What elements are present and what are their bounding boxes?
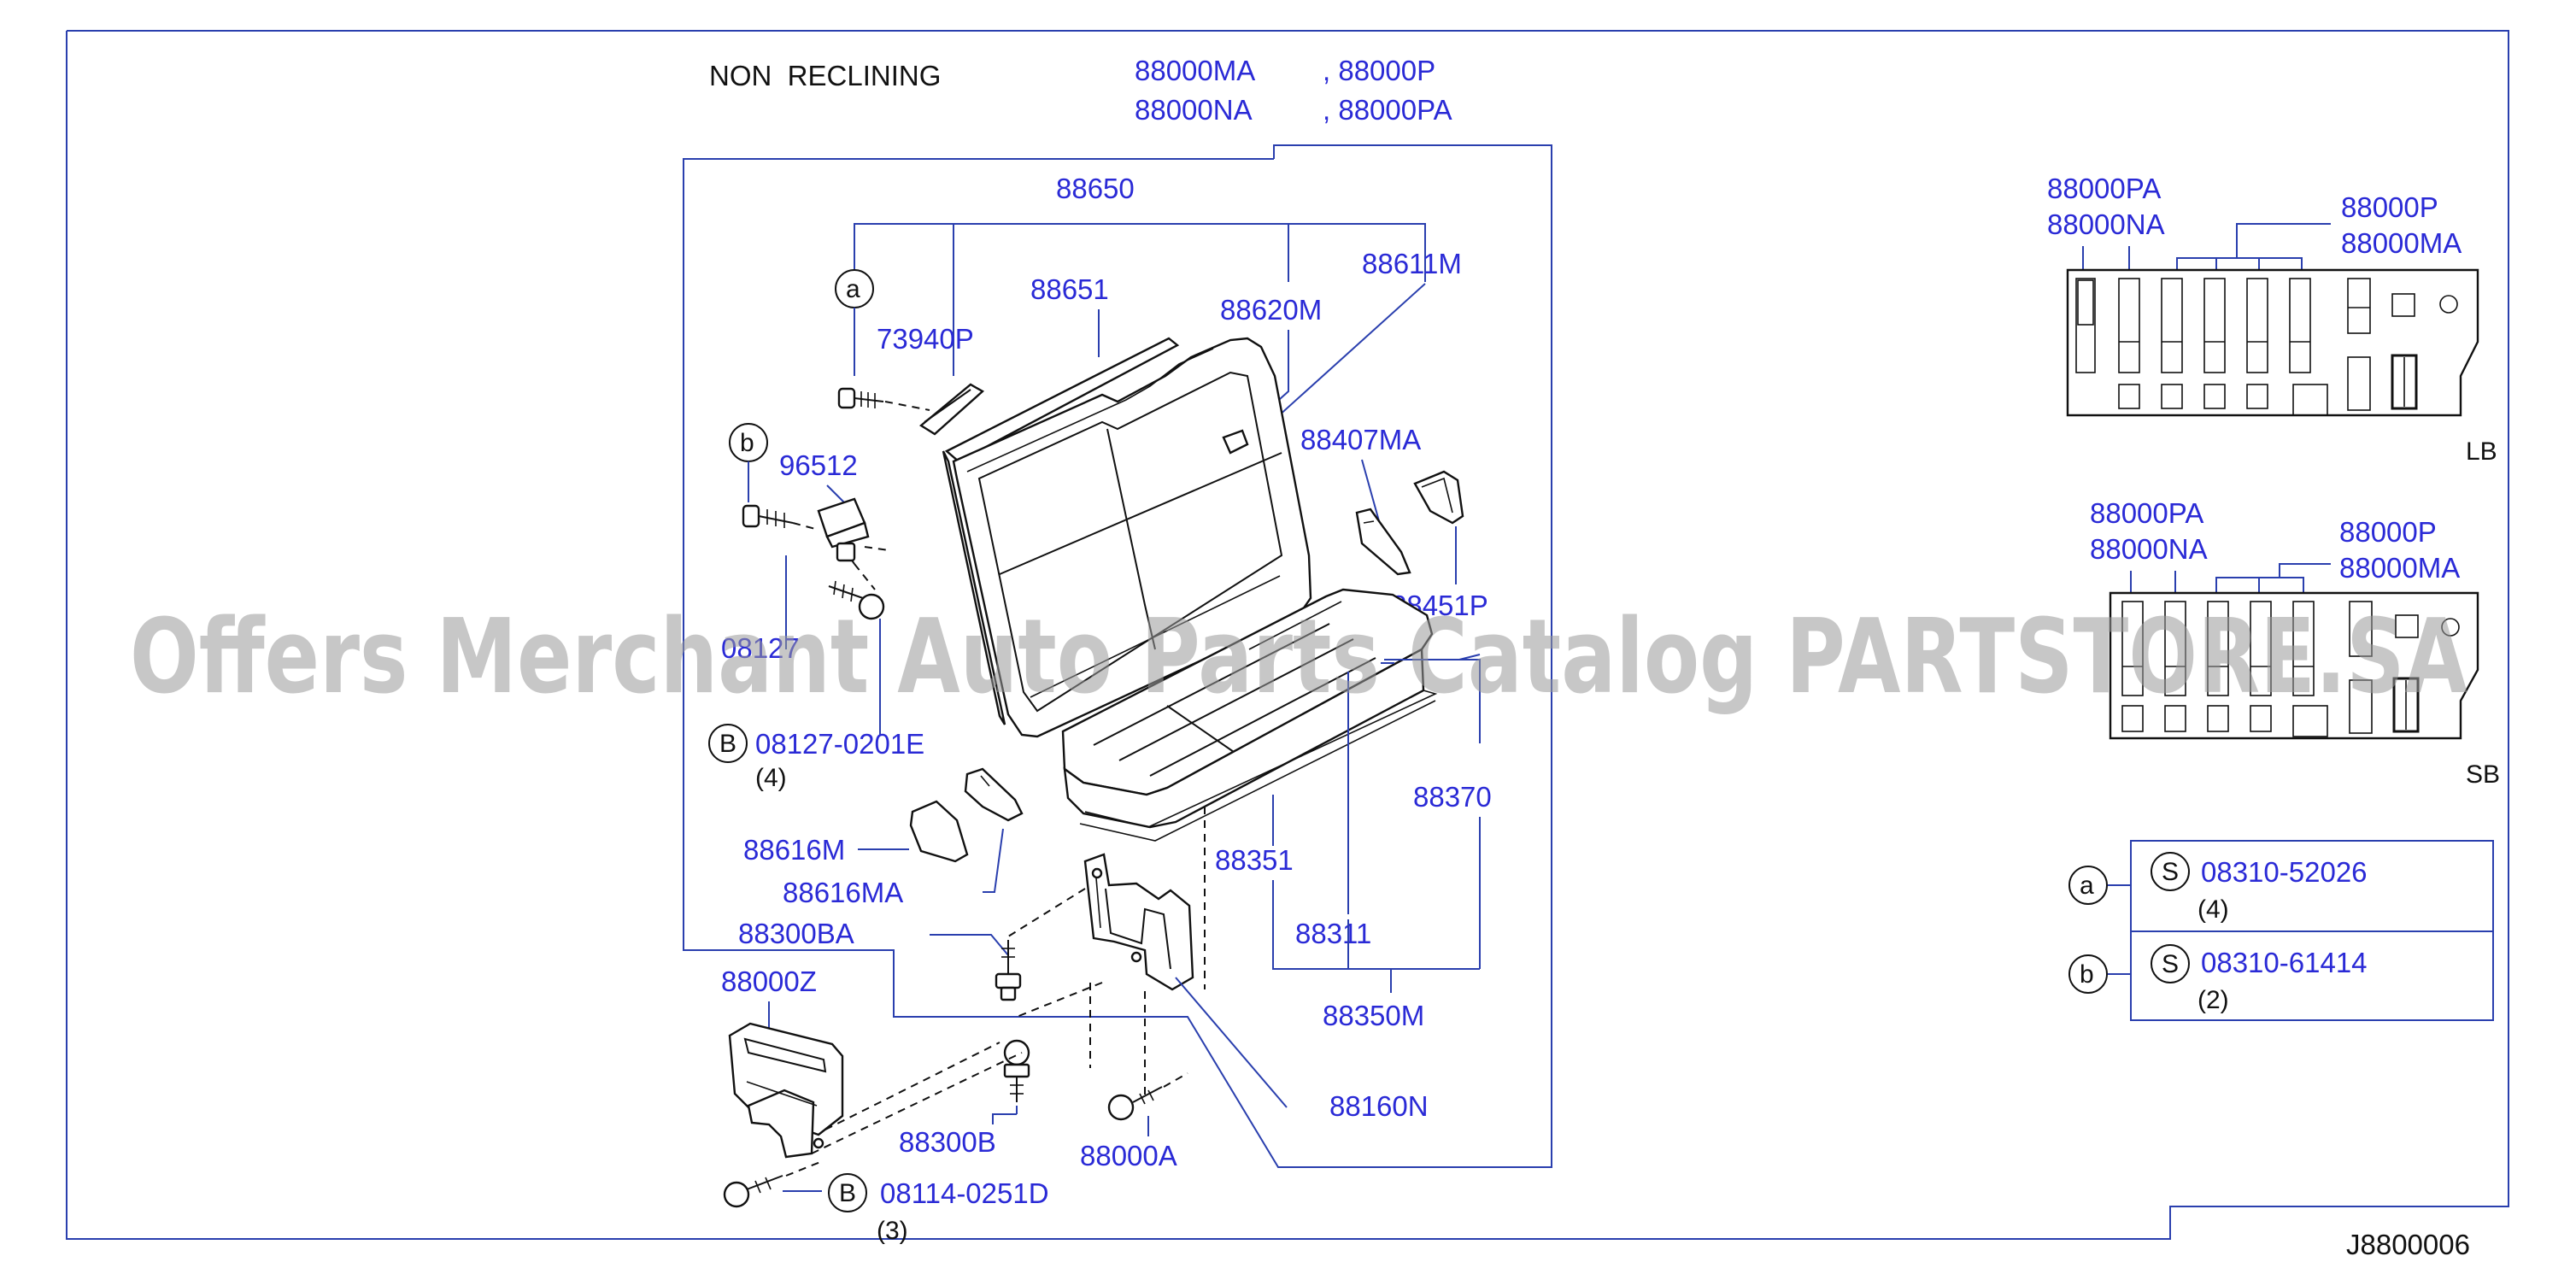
svg-text:B: B: [839, 1179, 856, 1207]
svg-text:a: a: [846, 275, 860, 303]
svg-text:b: b: [2080, 960, 2094, 989]
diagram-title: NON RECLINING: [709, 60, 941, 91]
inset-lb-code-4: 88000MA: [2341, 227, 2462, 259]
callout-88650: 88650: [1056, 173, 1135, 204]
assembly-code-88000P: , 88000P: [1323, 55, 1435, 86]
watermark-text: Offers Merchant Auto Parts Catalog PARTS…: [130, 598, 2467, 717]
callout-88611M: 88611M: [1362, 248, 1462, 279]
callout-88616M: 88616M: [743, 834, 845, 866]
inset-lb-code-3: 88000P: [2341, 191, 2438, 223]
inset-lb-label: LB: [2466, 437, 2497, 466]
marker-B-08127: [708, 724, 748, 763]
callout-08127-cut: 08127: [721, 632, 800, 664]
clip-small-icon: [836, 542, 856, 562]
inset-sb-label: SB: [2466, 760, 2500, 789]
screw-08114-icon: [723, 1175, 783, 1208]
callout-88000Z: 88000Z: [721, 966, 817, 997]
callout-88407MA: 88407MA: [1300, 424, 1421, 455]
inset-lb-floor-plan: [2066, 268, 2479, 417]
callout-88311: 88311: [1295, 918, 1371, 949]
trim-88616M-icon: [909, 800, 969, 863]
svg-text:B: B: [719, 730, 736, 758]
fastener-legend: [2107, 840, 2494, 1021]
leader-88650: [854, 223, 1426, 282]
legend-code-b: 08310-61414: [2201, 947, 2368, 978]
callout-96512: 96512: [779, 449, 858, 481]
trim-88451P-icon: [1413, 470, 1464, 525]
bolt-88300BA-icon: [995, 940, 1022, 1001]
qty-08114: (3): [877, 1217, 908, 1245]
screw-b-icon: [742, 504, 794, 528]
callout-88651: 88651: [1030, 273, 1109, 305]
callout-88000A: 88000A: [1080, 1140, 1177, 1171]
riser-88160N-icon: [1083, 853, 1194, 991]
callout-08127-0201E: 08127-0201E: [755, 728, 924, 760]
assembly-code-88000NA: 88000NA: [1135, 94, 1253, 126]
legend-marker-S-b: [2151, 944, 2190, 983]
callout-88351: 88351: [1215, 844, 1294, 876]
assembly-frame: [683, 144, 1552, 1168]
inset-sb-code-4: 88000MA: [2339, 552, 2460, 584]
trim-88616MA-icon: [964, 767, 1024, 822]
inset-sb-code-2: 88000NA: [2090, 533, 2208, 565]
inset-sb-floor-plan: [2109, 591, 2479, 740]
svg-text:a: a: [2080, 872, 2094, 900]
legend-marker-S-a: [2151, 852, 2190, 891]
seat-cushion-icon: [1061, 588, 1438, 842]
diagram-id: J8800006: [2346, 1229, 2470, 1260]
callout-88370: 88370: [1413, 781, 1492, 813]
assembly-code-88000MA: 88000MA: [1135, 55, 1255, 86]
callout-88616MA: 88616MA: [783, 877, 903, 908]
svg-text:S: S: [2162, 858, 2179, 886]
callout-88160N: 88160N: [1329, 1090, 1429, 1122]
marker-B-08114: [828, 1173, 867, 1212]
callout-88350M: 88350M: [1323, 1000, 1424, 1031]
inset-sb-code-1: 88000PA: [2090, 497, 2203, 529]
callout-88620M: 88620M: [1220, 294, 1322, 326]
legend-qty-a: (4): [2198, 895, 2229, 924]
seat-back-icon: [942, 337, 1312, 738]
callout-88300BA: 88300BA: [738, 918, 854, 949]
bolt-88000A-icon: [1107, 1086, 1163, 1121]
assembly-code-88000PA: , 88000PA: [1323, 94, 1452, 126]
callout-88300B: 88300B: [899, 1126, 996, 1158]
belt-88000Z-icon: [728, 1022, 844, 1159]
tag-88611M-icon: [1222, 429, 1249, 455]
callout-73940P: 73940P: [877, 323, 974, 355]
bracket-88350M: [1272, 880, 1480, 970]
qty-08127: (4): [755, 764, 787, 792]
outer-frame: [66, 30, 2509, 1240]
screw-a-icon: [837, 387, 884, 409]
legend-marker-a: [2068, 866, 2108, 905]
inset-lb-code-2: 88000NA: [2047, 208, 2165, 240]
legend-marker-b: [2068, 954, 2108, 994]
clip-73940P-icon: [918, 383, 985, 436]
trim-88407MA-icon: [1355, 508, 1411, 576]
inset-lb-code-1: 88000PA: [2047, 173, 2161, 204]
callout-08114-0251D: 08114-0251D: [880, 1177, 1049, 1209]
svg-text:S: S: [2162, 950, 2179, 978]
bolt-08127-icon: [828, 580, 885, 620]
svg-text:b: b: [740, 429, 754, 457]
inset-sb-code-3: 88000P: [2339, 516, 2437, 548]
bolt-88300B-icon: [1003, 1039, 1030, 1102]
bracket-96512-icon: [817, 497, 870, 549]
legend-code-a: 08310-52026: [2201, 856, 2368, 888]
legend-qty-b: (2): [2198, 986, 2229, 1014]
